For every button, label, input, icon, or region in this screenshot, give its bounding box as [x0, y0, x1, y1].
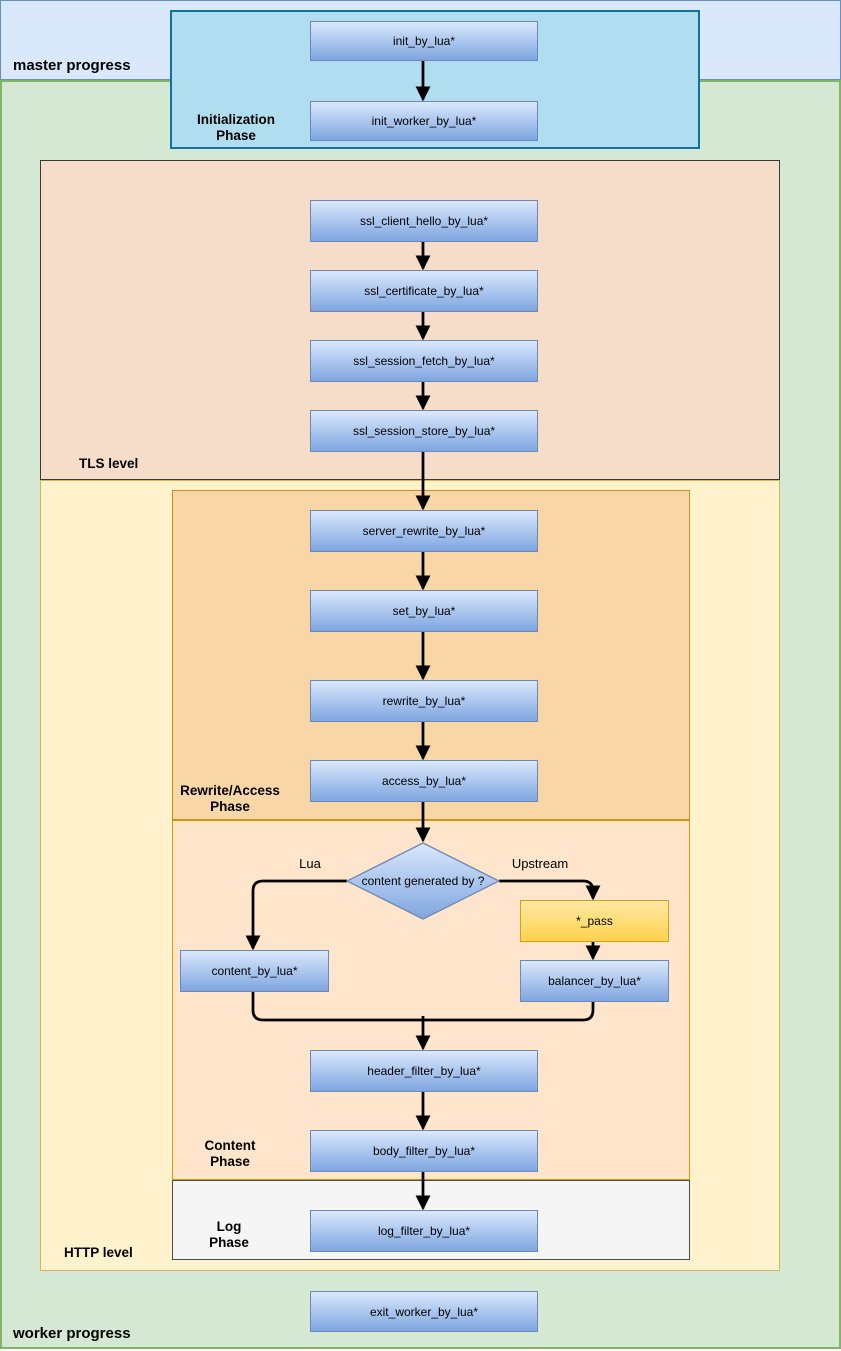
node-server-rewrite-by-lua: server_rewrite_by_lua* — [310, 510, 538, 552]
node-ssl-client-hello-by-lua: ssl_client_hello_by_lua* — [310, 200, 538, 242]
label-content-phase-line2: Phase — [210, 1154, 250, 1169]
label-log-phase-line2: Phase — [209, 1235, 249, 1250]
label-tls-level: TLS level — [79, 456, 139, 471]
node-ssl-session-fetch-by-lua: ssl_session_fetch_by_lua* — [310, 340, 538, 382]
label-content-phase: Content Phase — [165, 1138, 295, 1170]
lane-label-worker-progress: worker progress — [13, 1325, 131, 1342]
node-access-by-lua: access_by_lua* — [310, 760, 538, 802]
label-initialization-phase-line2: Phase — [216, 128, 256, 143]
node-init-worker-by-lua: init_worker_by_lua* — [310, 101, 538, 141]
node-body-filter-by-lua: body_filter_by_lua* — [310, 1130, 538, 1172]
node-rewrite-by-lua: rewrite_by_lua* — [310, 680, 538, 722]
decision-label: content generated by ? — [361, 874, 485, 888]
node-pass: *_pass — [520, 900, 669, 942]
label-initialization-phase-line1: Initialization — [196, 112, 275, 127]
node-header-filter-by-lua: header_filter_by_lua* — [310, 1050, 538, 1092]
label-log-phase: Log Phase — [164, 1219, 294, 1251]
node-exit-worker-by-lua: exit_worker_by_lua* — [310, 1291, 538, 1332]
lane-label-master-progress: master progress — [13, 57, 131, 74]
label-rewrite-access-line2: Phase — [210, 799, 250, 814]
label-rewrite-access-phase: Rewrite/Access Phase — [155, 783, 305, 815]
branch-label-lua: Lua — [299, 856, 321, 871]
node-log-filter-by-lua: log_filter_by_lua* — [310, 1210, 538, 1252]
node-content-by-lua: content_by_lua* — [180, 950, 329, 992]
node-balancer-by-lua: balancer_by_lua* — [520, 960, 669, 1002]
branch-label-upstream: Upstream — [511, 856, 569, 871]
node-init-by-lua: init_by_lua* — [310, 21, 538, 61]
node-ssl-certificate-by-lua: ssl_certificate_by_lua* — [310, 270, 538, 312]
label-initialization-phase: Initialization Phase — [171, 112, 301, 144]
label-rewrite-access-line1: Rewrite/Access — [180, 783, 280, 798]
label-http-level: HTTP level — [64, 1245, 133, 1260]
node-ssl-session-store-by-lua: ssl_session_store_by_lua* — [310, 410, 538, 452]
node-set-by-lua: set_by_lua* — [310, 590, 538, 632]
label-log-phase-line1: Log — [216, 1219, 242, 1234]
label-content-phase-line1: Content — [204, 1138, 256, 1153]
